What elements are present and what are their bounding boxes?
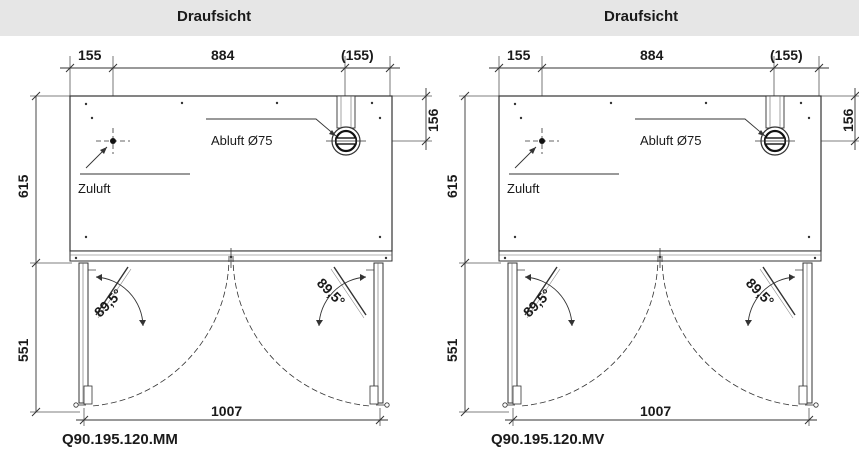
dim-width: 884: [211, 47, 235, 63]
dim-left: 155: [78, 47, 102, 63]
dim-duct-offset: 156: [425, 108, 441, 132]
model-code-right: Q90.195.120.MV: [491, 431, 605, 448]
dim-right: (155): [770, 47, 803, 63]
angle-left: 89,5°: [91, 286, 126, 321]
panel-title-left: Draufsicht: [177, 8, 252, 25]
dim-width: 884: [640, 47, 664, 63]
dim-depth: 615: [444, 174, 460, 198]
dim-left: 155: [507, 47, 531, 63]
exhaust-label: Abluft Ø75: [640, 133, 701, 148]
plan-drawing-right: [457, 54, 859, 428]
plan-drawing-left: [28, 54, 434, 428]
header-bar: [0, 0, 859, 36]
dim-right: (155): [341, 47, 374, 63]
supply-label: Zuluft: [507, 181, 540, 196]
angle-left: 89,5°: [520, 286, 555, 321]
dim-door-width: 1007: [640, 403, 671, 419]
dim-duct-offset: 156: [840, 108, 856, 132]
supply-label: Zuluft: [78, 181, 111, 196]
dim-door-depth: 551: [15, 338, 31, 362]
panel-title-right: Draufsicht: [604, 8, 679, 25]
model-code-left: Q90.195.120.MM: [62, 431, 178, 448]
exhaust-label: Abluft Ø75: [211, 133, 272, 148]
dim-door-width: 1007: [211, 403, 242, 419]
dim-depth: 615: [15, 174, 31, 198]
dim-door-depth: 551: [444, 338, 460, 362]
